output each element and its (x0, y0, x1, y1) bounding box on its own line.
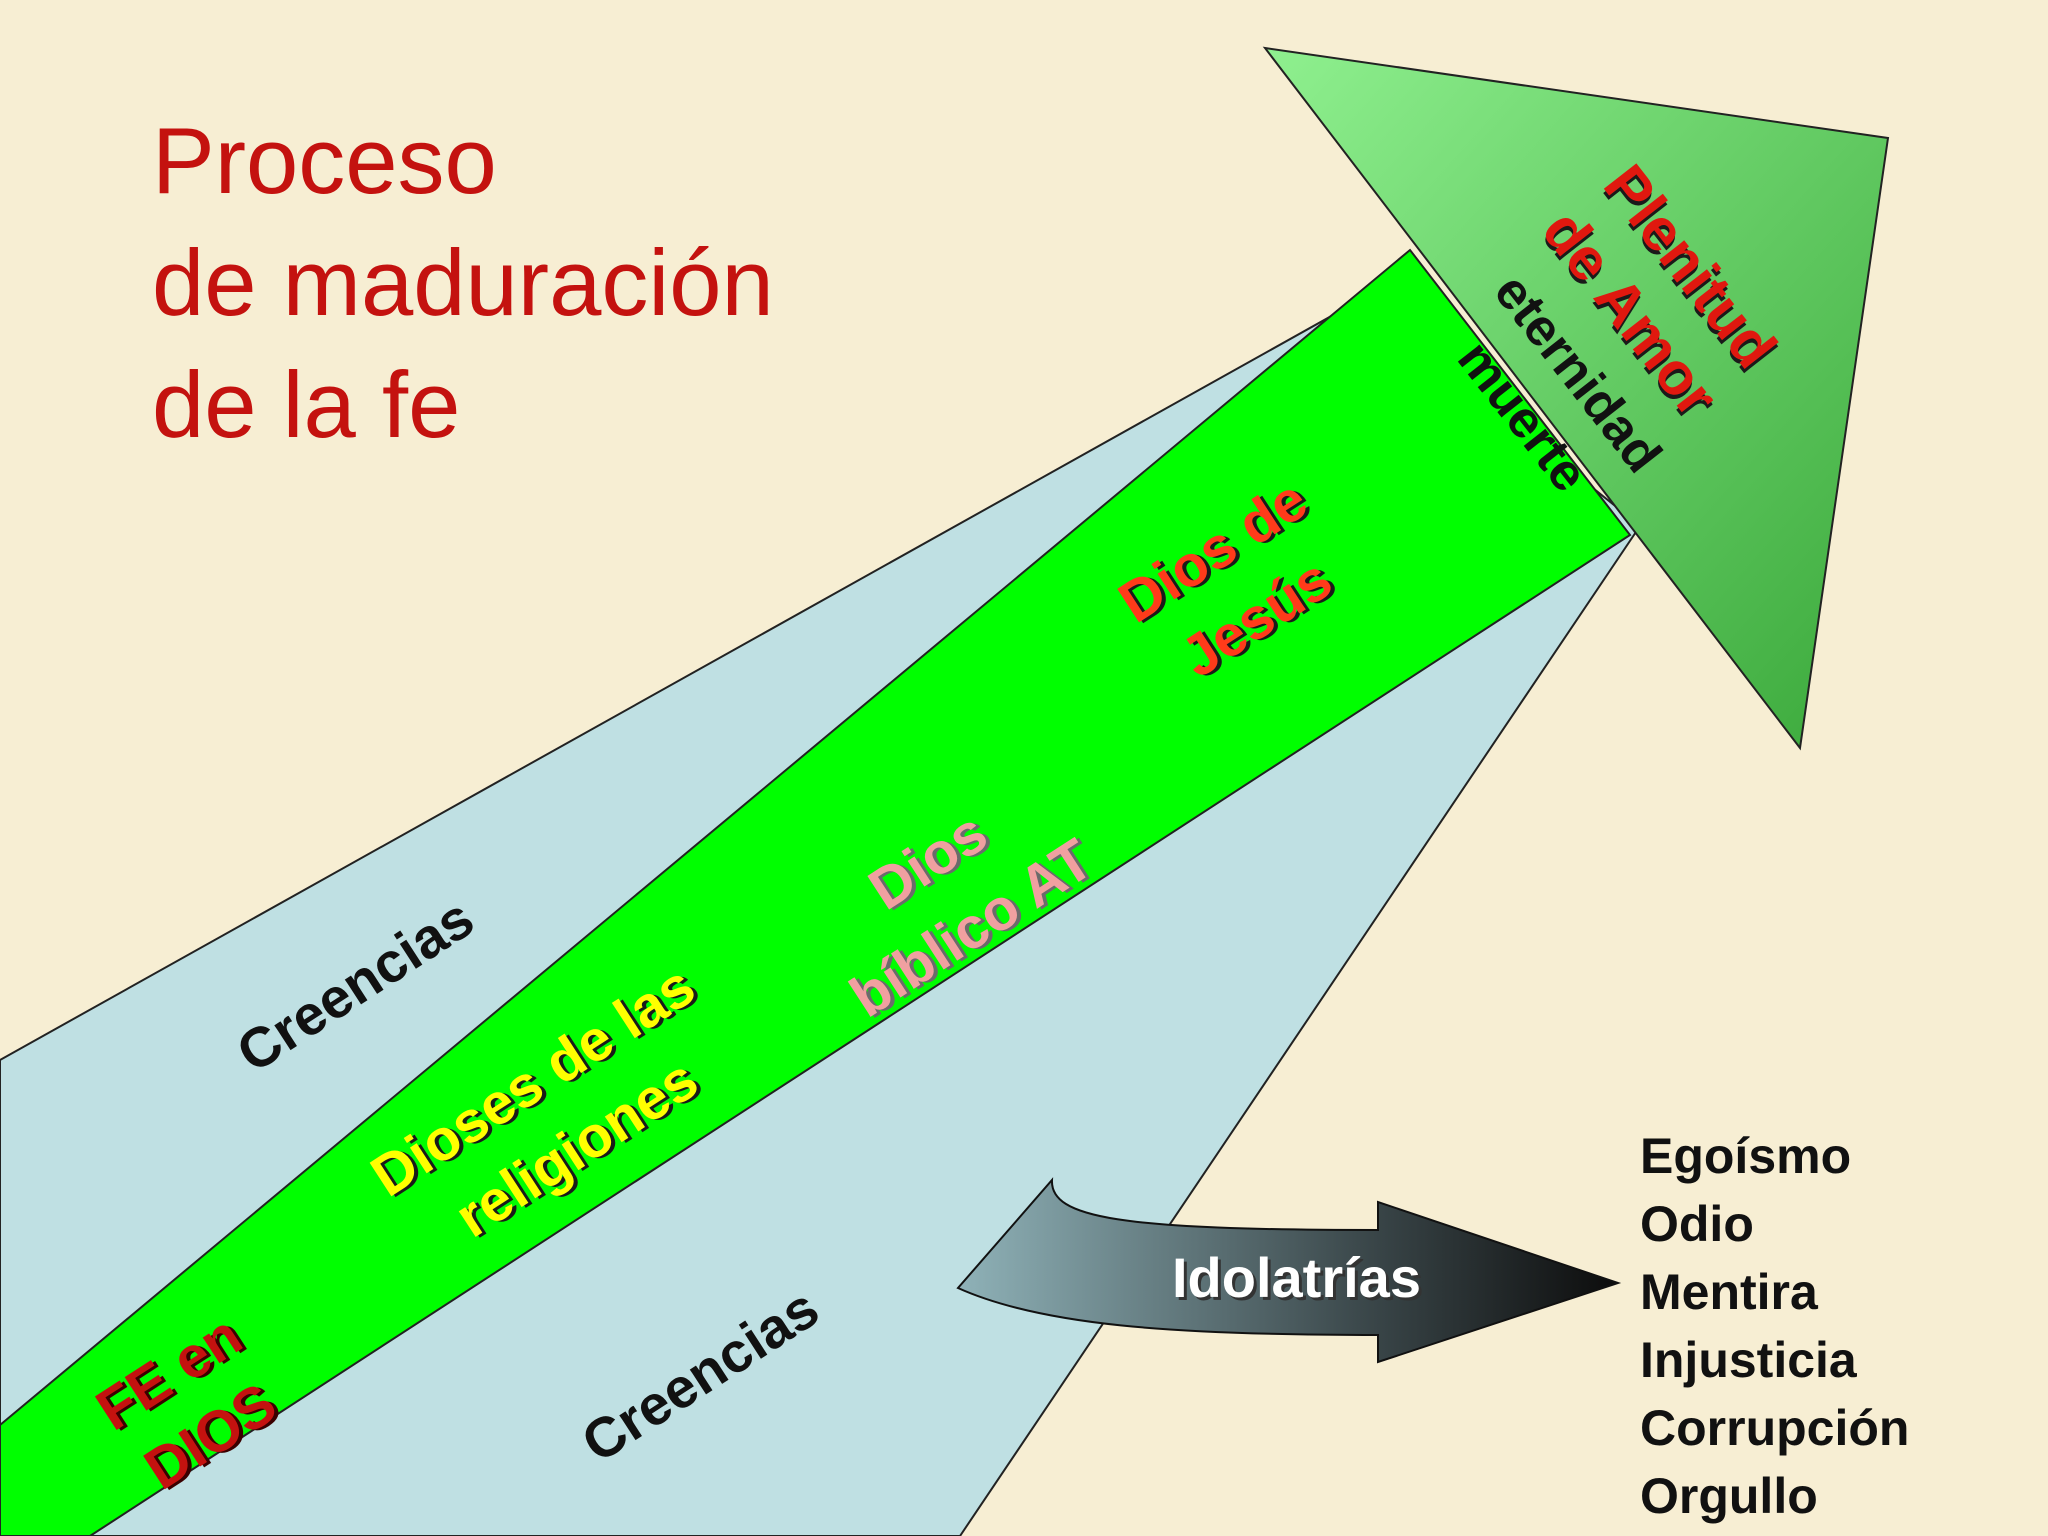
vice-item: Injusticia (1640, 1332, 1857, 1388)
title-line-3: de la fe (152, 352, 461, 457)
vice-item: Orgullo (1640, 1468, 1818, 1524)
page-title: Proceso de maduración de la fe (152, 100, 774, 466)
title-line-2: de maduración (152, 230, 774, 335)
idolatrias-arrow (956, 1177, 1622, 1364)
inner-band (0, 248, 1632, 1536)
vice-item: Mentira (1640, 1264, 1818, 1320)
vices-list: Egoísmo Odio Mentira Injusticia Corrupci… (1640, 1122, 1909, 1530)
title-line-1: Proceso (152, 108, 497, 213)
arrow-head (1262, 46, 1890, 751)
idolatrias-label: Idolatrías (1172, 1246, 1421, 1309)
vice-item: Egoísmo (1640, 1128, 1852, 1184)
vice-item: Corrupción (1640, 1400, 1910, 1456)
vice-item: Odio (1640, 1196, 1754, 1252)
